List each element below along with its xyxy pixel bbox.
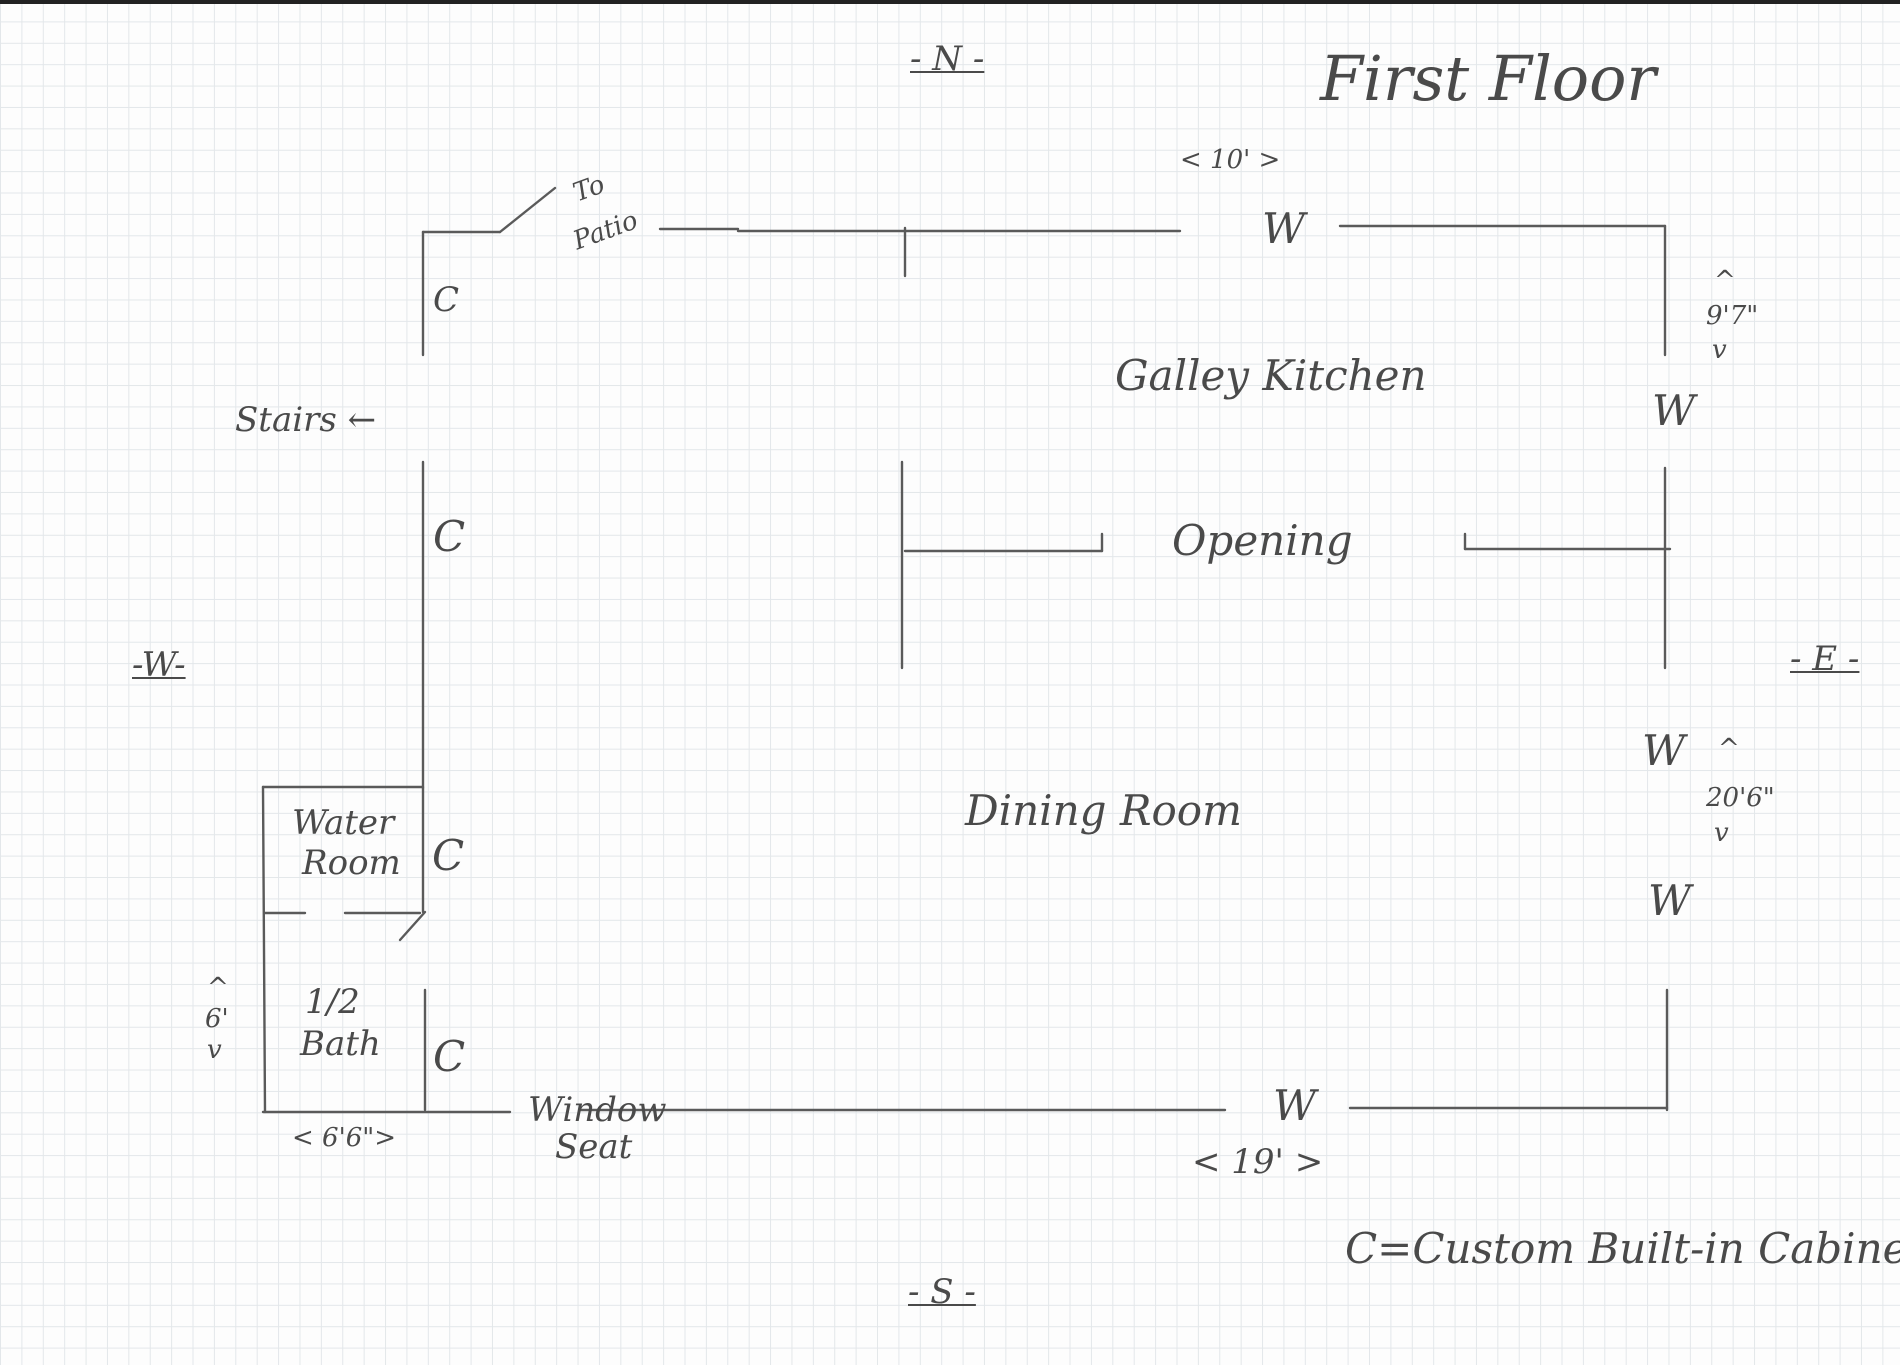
window-marker-north: W [1262, 204, 1306, 253]
compass-north: - N - [910, 39, 985, 79]
water-room-west-wall [261, 785, 267, 1114]
window-marker-east-kitchen: W [1652, 386, 1696, 435]
dimension-north-window: < 10' > [1180, 145, 1281, 175]
room-label-water-room-line1: Water [292, 803, 395, 843]
compass-east: - E - [1790, 639, 1860, 679]
dimension-south-length: < 19' > [1192, 1142, 1324, 1182]
dimension-east-kitchen-arrow-up: ^ [1714, 266, 1736, 296]
scan-edge [0, 0, 1900, 4]
window-seat-label-line2: Seat [555, 1127, 633, 1167]
dimension-east-kitchen-arrow-down: v [1712, 335, 1727, 365]
dimension-bath-height-arrow-down: v [207, 1035, 222, 1065]
dimension-bath-width: < 6'6"> [292, 1123, 397, 1153]
stairs-label: Stairs ← [235, 400, 377, 440]
dimension-bath-height-arrow-up: ^ [207, 973, 229, 1003]
patio-door-swing [498, 186, 557, 234]
dimension-east-dining-arrow-up: ^ [1718, 734, 1740, 764]
cabinet-marker-4: C [433, 1032, 466, 1081]
dimension-east-dining-arrow-down: v [1714, 818, 1729, 848]
room-label-opening: Opening [1172, 516, 1353, 565]
dimension-east-dining: 20'6" [1706, 783, 1775, 813]
window-marker-east-dining-upper: W [1642, 726, 1686, 775]
room-label-half-bath-line2: Bath [300, 1024, 381, 1064]
room-label-dining-room: Dining Room [965, 786, 1242, 835]
dimension-bath-height: 6' [205, 1004, 229, 1034]
cabinet-marker-3: C [432, 831, 465, 880]
window-marker-east-dining-lower: W [1648, 876, 1692, 925]
bath-door-swing [398, 910, 427, 942]
room-label-water-room-line2: Room [302, 843, 401, 883]
cabinet-marker-1: C [433, 280, 460, 320]
legend-cabinet-key: C=Custom Built-in Cabinet [1345, 1224, 1900, 1273]
room-label-galley-kitchen: Galley Kitchen [1115, 351, 1427, 400]
compass-west: -W- [132, 645, 186, 685]
compass-south: - S - [908, 1272, 976, 1312]
room-label-half-bath-line1: 1/2 [305, 982, 360, 1022]
cabinet-marker-2: C [433, 512, 466, 561]
window-marker-south: W [1273, 1081, 1317, 1130]
dimension-east-kitchen: 9'7" [1706, 301, 1759, 331]
page-title: First Floor [1320, 42, 1657, 115]
window-seat-label-line1: Window [528, 1090, 667, 1130]
